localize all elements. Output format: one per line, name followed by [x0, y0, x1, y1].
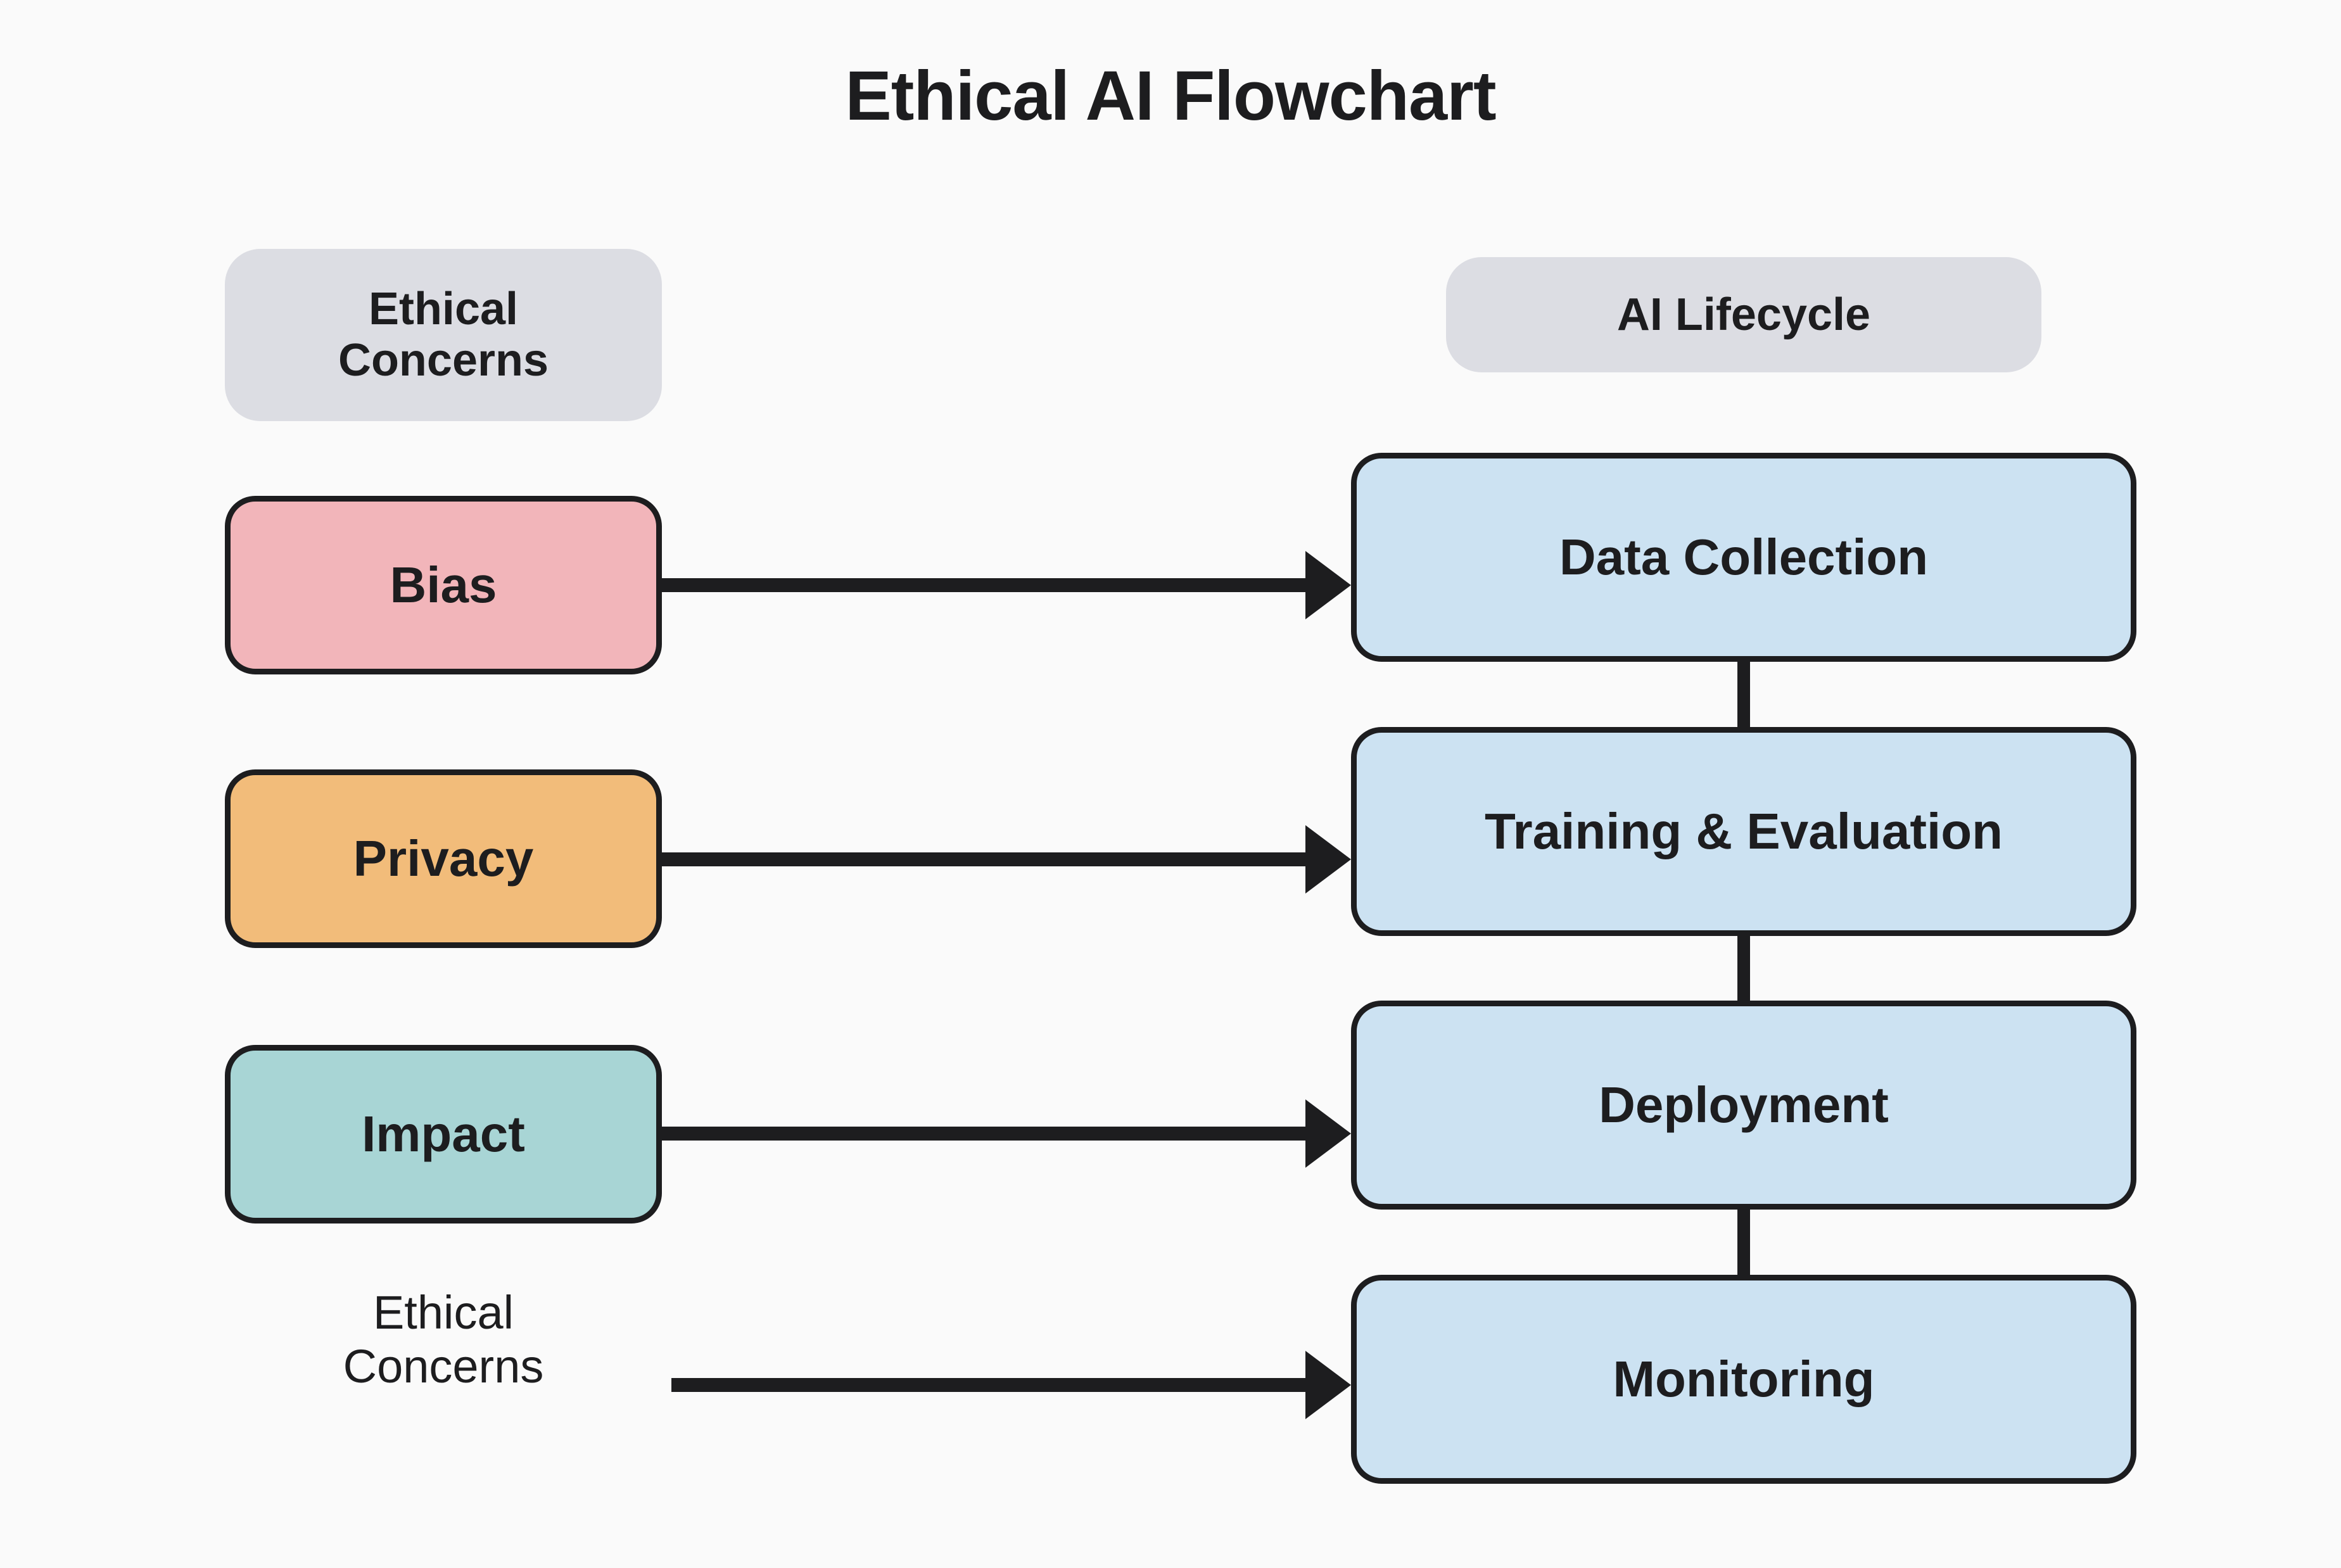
node-ethical-concerns-text: Ethical Concerns [225, 1286, 662, 1393]
connector-data-collection-to-training [1737, 662, 1750, 727]
node-monitoring[interactable]: Monitoring [1351, 1275, 2136, 1484]
page-title: Ethical AI Flowchart [845, 57, 1496, 135]
node-monitoring-label: Monitoring [1613, 1351, 1875, 1407]
connector-training-to-deployment [1737, 936, 1750, 1001]
node-impact-label: Impact [362, 1106, 525, 1162]
arrow-shaft [662, 1127, 1305, 1141]
arrow-head-icon [1305, 1351, 1351, 1419]
node-bias[interactable]: Bias [225, 496, 662, 674]
column-header-left-line2: Concerns [338, 335, 549, 386]
node-training-evaluation-label: Training & Evaluation [1485, 803, 2003, 859]
node-data-collection[interactable]: Data Collection [1351, 453, 2136, 662]
node-ethical-concerns-line1: Ethical [372, 1286, 514, 1339]
arrow-head-icon [1305, 1099, 1351, 1168]
node-privacy-label: Privacy [353, 830, 534, 887]
connector-deployment-to-monitoring [1737, 1210, 1750, 1275]
node-ethical-concerns-line2: Concerns [343, 1340, 544, 1393]
node-impact[interactable]: Impact [225, 1045, 662, 1223]
column-header-ethical-concerns: Ethical Concerns [225, 249, 662, 421]
node-privacy[interactable]: Privacy [225, 769, 662, 948]
arrow-shaft [671, 1378, 1305, 1392]
node-deployment-label: Deployment [1599, 1077, 1889, 1133]
arrow-head-icon [1305, 825, 1351, 894]
column-header-left-line1: Ethical [368, 284, 519, 335]
node-data-collection-label: Data Collection [1559, 529, 1929, 585]
column-header-right-text: AI Lifecycle [1616, 289, 1871, 340]
column-header-ai-lifecycle: AI Lifecycle [1446, 257, 2041, 372]
node-bias-label: Bias [390, 557, 497, 613]
column-header-left-text: Ethical Concerns [338, 284, 549, 386]
arrow-shaft [662, 578, 1305, 592]
node-training-evaluation[interactable]: Training & Evaluation [1351, 727, 2136, 936]
arrow-head-icon [1305, 551, 1351, 619]
node-deployment[interactable]: Deployment [1351, 1001, 2136, 1210]
arrow-shaft [662, 852, 1305, 866]
